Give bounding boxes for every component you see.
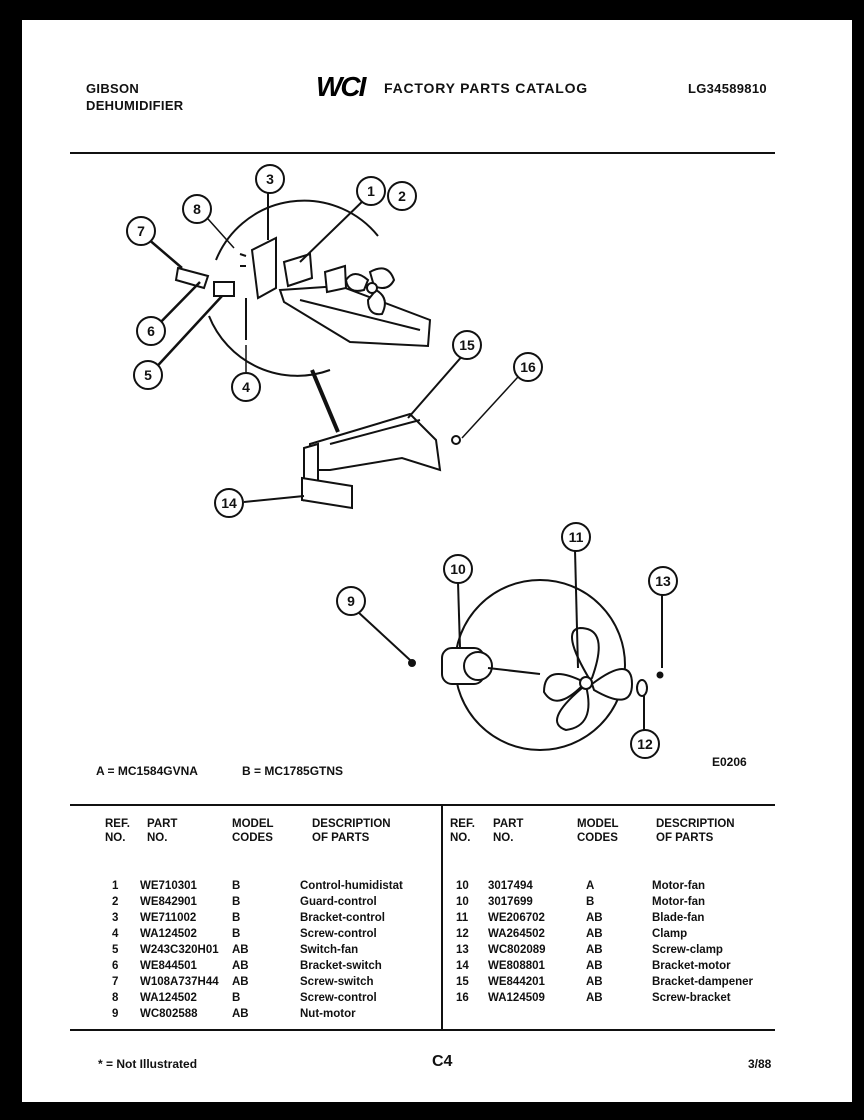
table-column-divider xyxy=(441,806,443,1029)
catalog-title: FACTORY PARTS CATALOG xyxy=(384,80,588,96)
callout-4: 4 xyxy=(231,372,261,402)
header-ref-left: REF.NO. xyxy=(105,818,130,844)
callout-13: 13 xyxy=(648,566,678,596)
header-divider xyxy=(70,152,775,154)
callout-5: 5 xyxy=(133,360,163,390)
catalog-number: LG34589810 xyxy=(688,81,767,96)
exploded-parts-diagram xyxy=(139,190,664,751)
callout-15: 15 xyxy=(452,330,482,360)
model-a-legend: A = MC1584GVNA xyxy=(96,764,198,778)
callout-3: 3 xyxy=(255,164,285,194)
table-top-rule xyxy=(70,804,775,806)
revision-date: 3/88 xyxy=(748,1057,772,1071)
wci-logo: WCI xyxy=(316,71,366,102)
callout-6: 6 xyxy=(136,316,166,346)
callout-12: 12 xyxy=(630,729,660,759)
callout-1: 1 xyxy=(356,176,386,206)
header-ref-right: REF.NO. xyxy=(450,818,475,844)
callout-2: 2 xyxy=(387,181,417,211)
control-housing-outline xyxy=(215,199,379,261)
control-housing-outline-lower xyxy=(208,315,331,377)
callout-7: 7 xyxy=(126,216,156,246)
callout-8: 8 xyxy=(182,194,212,224)
model-b-legend: B = MC1785GTNS xyxy=(242,764,344,778)
catalog-page xyxy=(22,20,852,1102)
callout-9: 9 xyxy=(336,586,366,616)
callout-14: 14 xyxy=(214,488,244,518)
callout-16: 16 xyxy=(513,352,543,382)
callout-11: 11 xyxy=(561,522,591,552)
drawing-code: E0206 xyxy=(712,755,747,769)
product-name: DEHUMIDIFIER xyxy=(86,98,184,113)
callout-10: 10 xyxy=(443,554,473,584)
table-bottom-rule xyxy=(70,1029,775,1031)
not-illustrated-note: * = Not Illustrated xyxy=(98,1057,198,1071)
brand-name: GIBSON xyxy=(86,81,140,96)
page-number: C4 xyxy=(432,1053,453,1070)
